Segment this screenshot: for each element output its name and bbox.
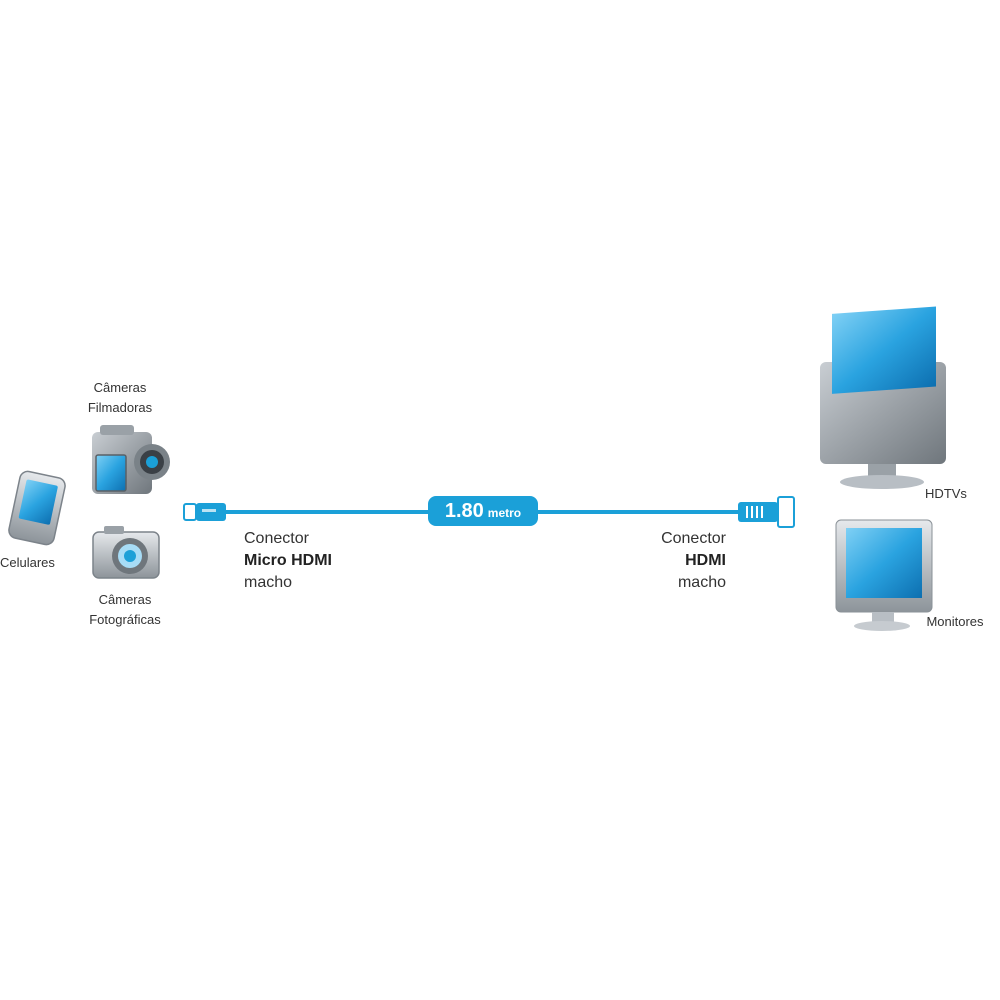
hdmi-label: Conector HDMI macho <box>600 528 726 594</box>
micro-hdmi-label-line1: Conector <box>244 530 309 547</box>
camcorder-icon <box>92 425 170 494</box>
hdtv-icon <box>820 306 946 489</box>
camera-icon <box>92 526 160 579</box>
hdtv-label-text: HDTVs <box>925 486 967 501</box>
camera-label: Câmeras Fotográficas <box>70 590 180 630</box>
cable-length-unit: metro <box>487 506 522 520</box>
cable-length-badge <box>428 496 538 526</box>
camera-label-line1: Câmeras <box>98 592 152 607</box>
phone-icon <box>8 470 66 546</box>
hdmi-label-line2: HDMI <box>685 552 726 569</box>
camcorder-label-line1: Câmeras <box>93 380 147 395</box>
hdmi-label-line1: Conector <box>661 530 726 547</box>
monitor-label: Monitores <box>912 612 998 632</box>
phone-label: Celulares <box>0 553 70 573</box>
camcorder-label-line2: Filmadoras <box>87 400 153 415</box>
hdtv-label: HDTVs <box>906 484 986 504</box>
micro-hdmi-label-line3: macho <box>244 574 293 591</box>
camera-label-line2: Fotográficas <box>89 612 161 627</box>
hdmi-connector-icon <box>738 496 795 528</box>
monitor-label-text: Monitores <box>926 614 984 629</box>
monitor-icon <box>835 519 933 631</box>
phone-label-text: Celulares <box>0 555 55 570</box>
camcorder-label: Câmeras Filmadoras <box>70 378 170 418</box>
micro-hdmi-label: Conector Micro HDMI macho <box>244 528 444 594</box>
cable-length-text: 1.80 metro <box>428 496 538 526</box>
cable-length-value: 1.80 <box>444 499 484 522</box>
hdmi-label-line3: macho <box>677 574 726 591</box>
micro-hdmi-connector-icon <box>183 503 226 521</box>
micro-hdmi-label-line2: Micro HDMI <box>244 552 332 569</box>
